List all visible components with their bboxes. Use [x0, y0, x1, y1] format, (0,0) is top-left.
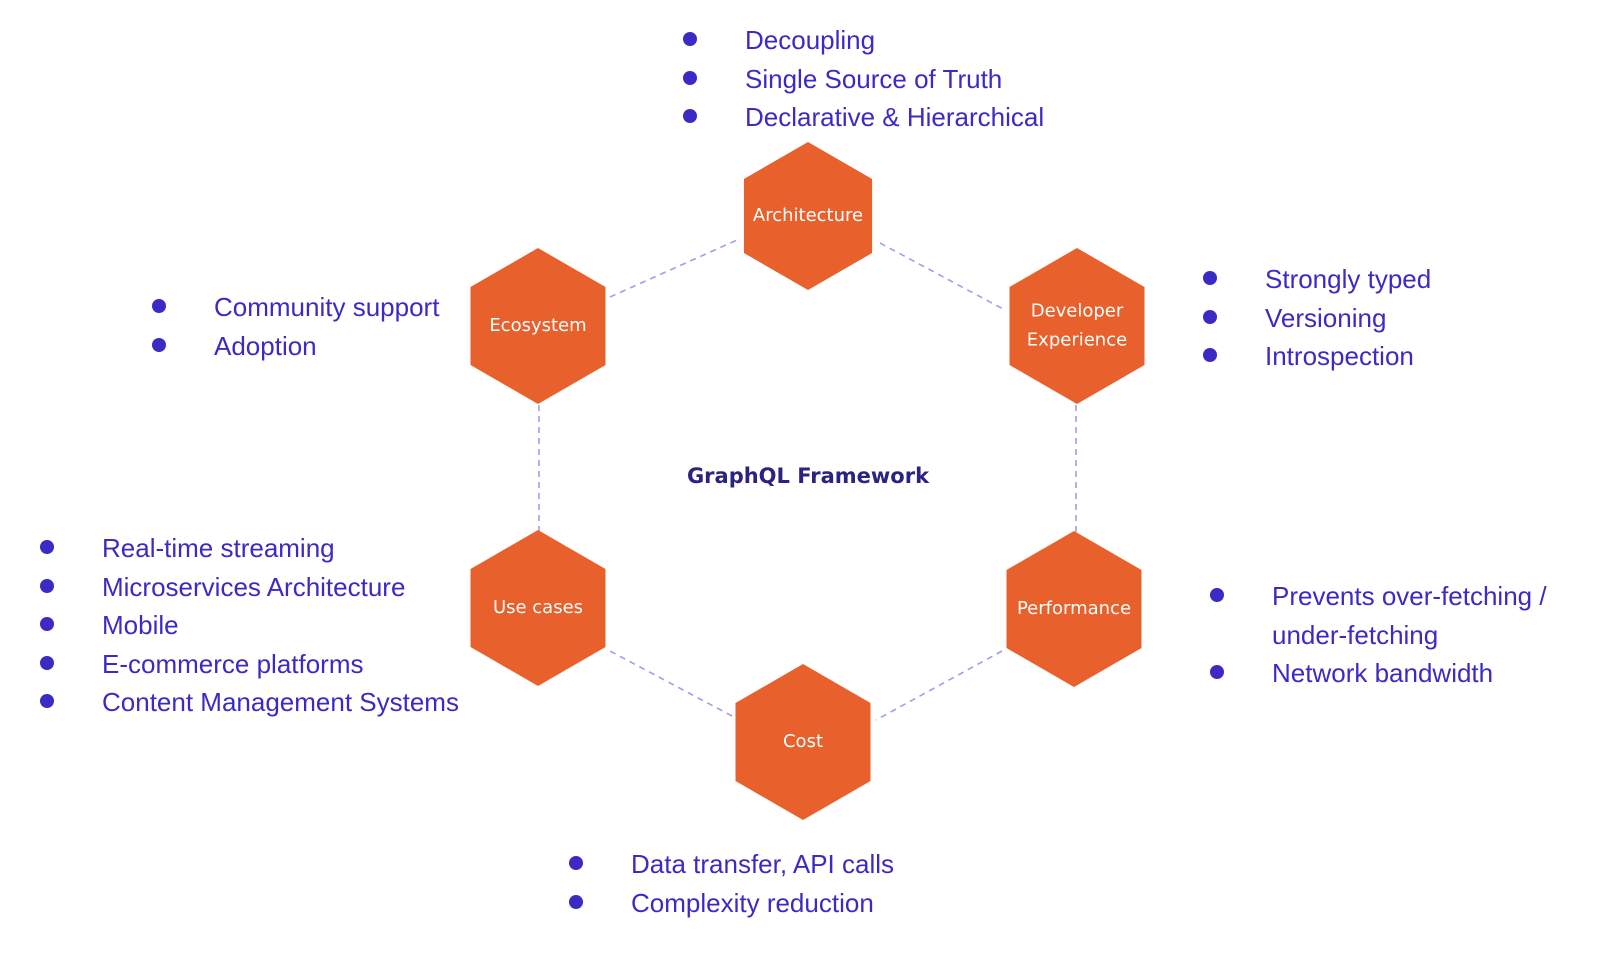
hexagon-architecture: Architecture: [743, 142, 873, 290]
bullet-item-text: Single Source of Truth: [745, 63, 1003, 94]
bullet-item: Strongly typed: [1203, 260, 1431, 299]
bullet-item: Community support: [152, 288, 439, 327]
bullet-item: Real-time streaming: [40, 529, 459, 568]
hexagon-cost-shape: [735, 664, 871, 820]
hexagon-developer-experience-shape: [1009, 248, 1145, 404]
connector-ecosystem-architecture: [609, 239, 738, 298]
bullet-item-text: Decoupling: [745, 25, 876, 55]
hexagon-label-line: Use cases: [493, 597, 583, 618]
bullet-item: E-commerce platforms: [40, 645, 459, 684]
bullet-item-text: Introspection: [1265, 341, 1414, 371]
connector-performance-cost: [875, 650, 1003, 721]
bullet-item-text: Adoption: [214, 330, 317, 361]
bullet-item: Complexity reduction: [569, 884, 894, 923]
bullet-item: Single Source of Truth: [683, 60, 1044, 99]
bullet-item-text: Declarative & Hierarchical: [745, 102, 1045, 132]
hexagon-label-line: Performance: [1017, 598, 1131, 619]
hexagon-cost-label: Cost: [783, 731, 823, 752]
bullet-item-text: Strongly typed: [1265, 264, 1432, 294]
connector-cost-usecases: [609, 650, 733, 717]
hexagon-cost: Cost: [735, 664, 871, 820]
hexagon-performance-label: Performance: [1017, 598, 1131, 619]
hexagon-label-line: Developer: [1031, 301, 1124, 322]
bullet-item-text: Complexity reduction: [631, 887, 874, 918]
bullet-item: Mobile: [40, 606, 459, 645]
bullet-item-text: Prevents over-fetching /: [1272, 581, 1547, 611]
connector-architecture-developer: [879, 242, 1006, 311]
bullet-item-text: E-commerce platforms: [102, 648, 364, 679]
hexagon-ecosystem-label: Ecosystem: [489, 315, 586, 336]
hexagon-label-line: Ecosystem: [489, 315, 586, 336]
bullet-item-text: Mobile: [102, 610, 179, 640]
bullet-item: Versioning: [1203, 299, 1431, 338]
bullet-item-text: Content Management Systems: [102, 687, 459, 717]
bullet-item-text: Versioning: [1265, 302, 1387, 333]
bullet-item-text: Microservices Architecture: [102, 571, 406, 602]
hexagon-architecture-label: Architecture: [753, 205, 863, 226]
bullet-item-text: Network bandwidth: [1272, 658, 1494, 688]
hexagon-label-line: Cost: [783, 731, 823, 752]
bullet-item: Decoupling: [683, 21, 1044, 60]
bullet-item: Introspection: [1203, 337, 1431, 376]
hexagon-use-cases-label: Use cases: [493, 597, 583, 618]
hexagon-label-line: Experience: [1027, 330, 1127, 351]
bullet-item: Microservices Architecture: [40, 568, 459, 607]
bullet-item-text: Community support: [214, 292, 440, 322]
connectors: [538, 239, 1077, 721]
hexagon-architecture-shape: [743, 142, 873, 290]
hexagon-use-cases: Use cases: [470, 530, 606, 686]
bullet-item-text: Real-time streaming: [102, 533, 335, 563]
bullet-item: Content Management Systems: [40, 683, 459, 722]
bullet-item: Declarative & Hierarchical: [683, 98, 1044, 137]
hexagon-ecosystem: Ecosystem: [470, 248, 606, 404]
bullet-item: Network bandwidth: [1210, 654, 1547, 693]
hexagon-performance: Performance: [1006, 531, 1142, 687]
bullet-item: Prevents over-fetching / under-fetching: [1210, 577, 1547, 654]
hexagon-use-cases-shape: [470, 530, 606, 686]
bullet-item: Adoption: [152, 327, 439, 366]
bullet-item-text: under-fetching: [1272, 619, 1439, 650]
hexagon-ecosystem-shape: [470, 248, 606, 404]
center-title: GraphQL Framework: [687, 464, 930, 488]
bullet-item-text: Data transfer, API calls: [631, 849, 895, 879]
bullet-item: Data transfer, API calls: [569, 845, 894, 884]
hexagon-performance-shape: [1006, 531, 1142, 687]
hexagon-label-line: Architecture: [753, 205, 863, 226]
